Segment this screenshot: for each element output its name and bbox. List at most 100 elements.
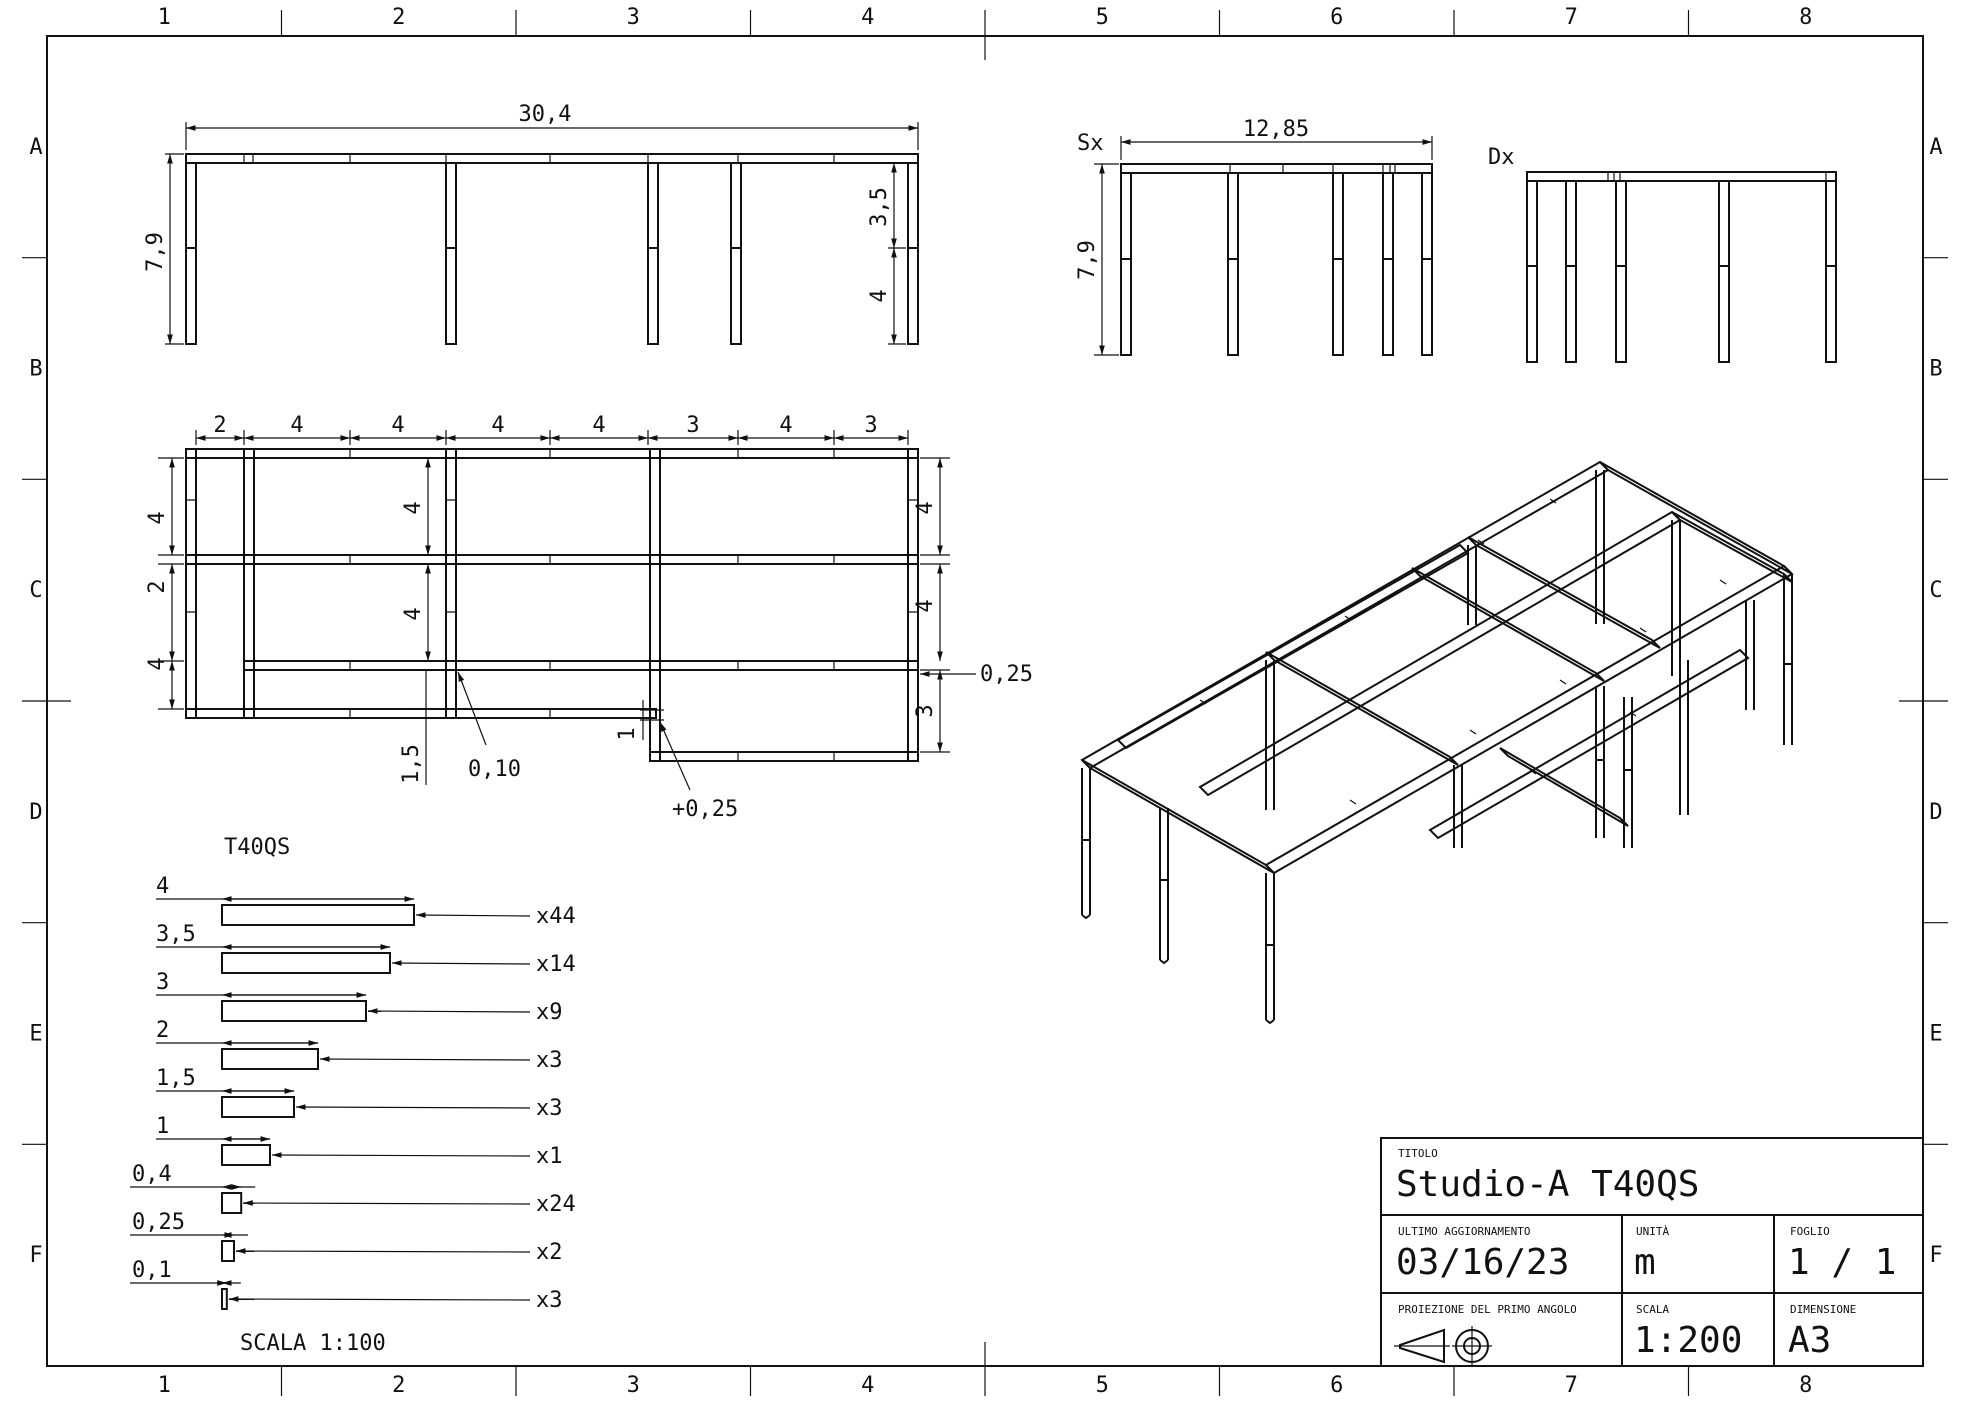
part-leader (367, 1008, 531, 1014)
row-label-left: D (29, 800, 42, 825)
plan-top-dim-5: 4 (592, 413, 605, 438)
part-leader (319, 1056, 531, 1062)
part-length: 3,5 (156, 922, 196, 947)
plan-top-dim-6: 3 (686, 413, 699, 438)
part-bar (221, 904, 415, 926)
unit-value: m (1634, 1242, 1656, 1283)
part-row: 4 x44 (156, 874, 576, 929)
title-block: TITOLO Studio-A T40QS ULTIMO AGGIORNAMEN… (1380, 1137, 1924, 1367)
right-elevation-label: Dx (1488, 145, 1515, 170)
part-quantity: x2 (536, 1240, 563, 1265)
part-bar (221, 1144, 271, 1166)
plan-dim-1-5: 1,5 (399, 744, 424, 784)
plan-dim-0-10: 0,10 (468, 757, 521, 782)
part-quantity: x44 (536, 904, 576, 929)
part-length: 0,1 (132, 1258, 172, 1283)
first-angle-projection-icon (1394, 1326, 1492, 1366)
part-leader (243, 1200, 531, 1206)
plan-dim-1: 1 (615, 727, 640, 740)
part-quantity: x9 (536, 1000, 563, 1025)
row-label-right: D (1929, 800, 1942, 825)
isometric-view (1080, 460, 1794, 1025)
left-length-dim: 12,85 (1243, 117, 1309, 142)
parts-list-title: T40QS (224, 835, 290, 860)
part-length: 0,4 (132, 1162, 172, 1187)
part-length: 1 (156, 1114, 169, 1139)
border-grid-ticks (22, 10, 1948, 1396)
left-elevation: Sx 12,85 7,9 (1075, 117, 1433, 356)
front-length-dim: 30,4 (519, 102, 572, 127)
col-label-bottom: 5 (1096, 1373, 1109, 1398)
plan-inner-dim-2: 4 (401, 607, 426, 620)
part-leader (271, 1152, 531, 1158)
part-length: 2 (156, 1018, 169, 1043)
plan-top-dim-7: 4 (779, 413, 792, 438)
sheet-label: FOGLIO (1790, 1225, 1830, 1238)
row-label-left: A (29, 135, 42, 160)
col-label-bottom: 1 (158, 1373, 171, 1398)
part-quantity: x3 (536, 1288, 563, 1313)
col-label-bottom: 8 (1799, 1373, 1812, 1398)
right-elevation: Dx (1488, 145, 1837, 363)
part-bar (221, 952, 391, 974)
row-label-left: C (29, 578, 42, 603)
row-label-right: E (1929, 1022, 1942, 1047)
row-label-left: E (29, 1022, 42, 1047)
front-upper-dim: 3,5 (867, 187, 892, 227)
col-label-top: 2 (392, 5, 405, 30)
plan-top-dim-3: 4 (391, 413, 404, 438)
part-leader (391, 960, 531, 966)
size-label: DIMENSIONE (1790, 1303, 1856, 1316)
part-row: 1,5 x3 (156, 1066, 563, 1121)
col-label-top: 6 (1330, 5, 1343, 30)
col-label-bottom: 4 (861, 1373, 874, 1398)
parts-list: T40QS 4 x44 3,5 x14 3 x9 2 x3 1,5 x3 1 x10,4x240,25… (130, 835, 576, 1356)
part-bar (221, 1096, 295, 1118)
front-height-dim: 7,9 (143, 232, 168, 272)
row-label-left: B (29, 357, 42, 382)
part-leader (228, 1296, 531, 1302)
part-bar (221, 1288, 228, 1310)
sheet-value: 1 / 1 (1788, 1242, 1896, 1283)
part-bar (221, 1048, 319, 1070)
plan-right-dim-1: 4 (913, 501, 938, 514)
parts-scale-label: SCALA 1:100 (240, 1331, 386, 1356)
plan-offset-dim: 0,25 (980, 662, 1033, 687)
projection-label: PROIEZIONE DEL PRIMO ANGOLO (1398, 1303, 1577, 1316)
part-quantity: x3 (536, 1096, 563, 1121)
part-quantity: x1 (536, 1144, 563, 1169)
part-length: 3 (156, 970, 169, 995)
plan-dim-plus-0-25: +0,25 (672, 797, 738, 822)
part-row: 0,1 x3 (130, 1258, 563, 1313)
row-label-right: F (1929, 1243, 1942, 1268)
size-value: A3 (1788, 1320, 1831, 1361)
plan-top-dim-8: 3 (864, 413, 877, 438)
plan-top-dim-4: 4 (491, 413, 504, 438)
part-quantity: x3 (536, 1048, 563, 1073)
left-elevation-label: Sx (1077, 131, 1104, 156)
plan-inner-dim-1: 4 (401, 501, 426, 514)
part-leader (295, 1104, 531, 1110)
part-quantity: x14 (536, 952, 576, 977)
col-label-bottom: 3 (627, 1373, 640, 1398)
front-lower-dim: 4 (867, 289, 892, 302)
plan-top-dim-2: 4 (290, 413, 303, 438)
plan-left-dim-1: 4 (145, 511, 170, 524)
col-label-bottom: 2 (392, 1373, 405, 1398)
part-length: 4 (156, 874, 169, 899)
part-row: 3 x9 (156, 970, 563, 1025)
row-label-left: F (29, 1243, 42, 1268)
title-label: TITOLO (1398, 1147, 1438, 1160)
row-label-right: C (1929, 578, 1942, 603)
part-bar (221, 1000, 367, 1022)
plan-right-dim-3: 3 (913, 704, 938, 717)
col-label-top: 5 (1096, 5, 1109, 30)
part-length: 1,5 (156, 1066, 196, 1091)
plan-left-dim-3: 4 (145, 657, 170, 670)
col-label-bottom: 6 (1330, 1373, 1343, 1398)
